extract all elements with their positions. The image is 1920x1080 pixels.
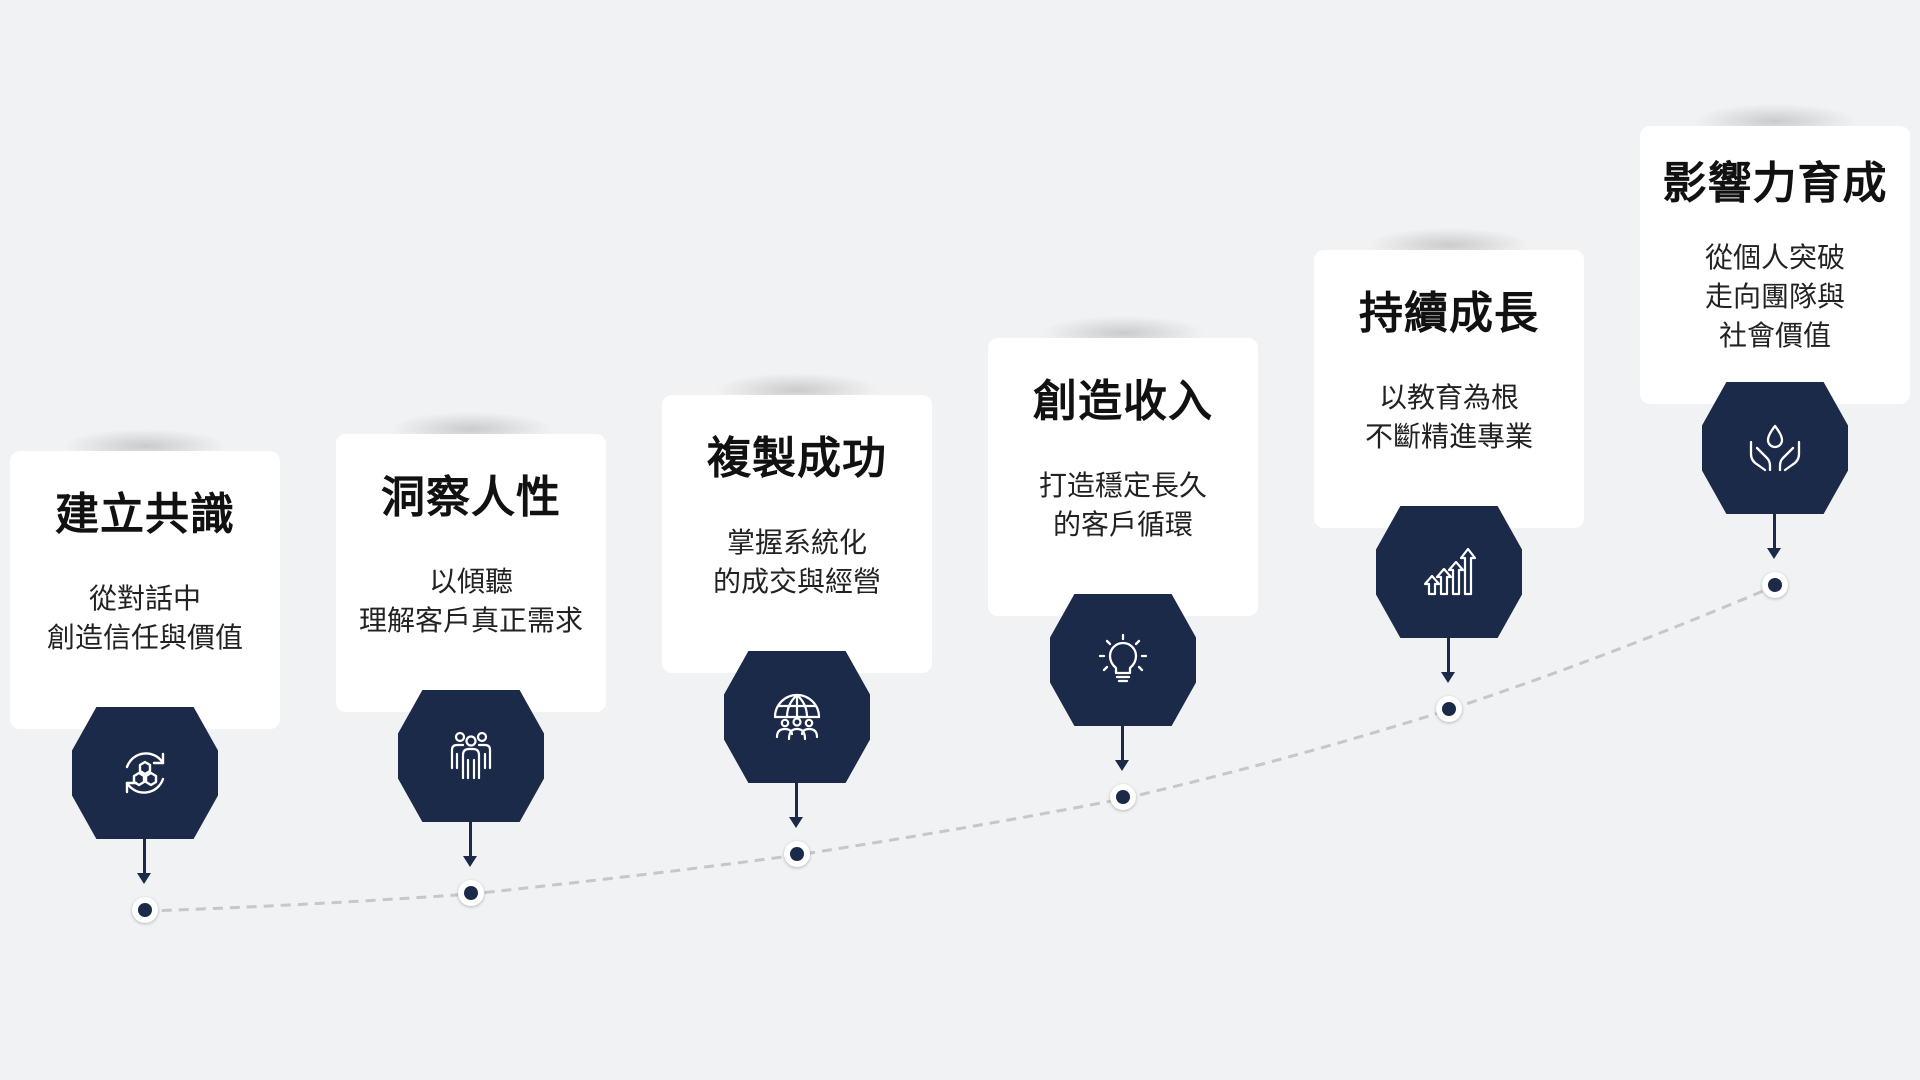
timeline-node bbox=[784, 841, 810, 867]
step-description: 以教育為根 不斷精進專業 bbox=[1314, 378, 1584, 456]
connector-stem bbox=[1447, 638, 1450, 674]
timeline-node bbox=[1110, 784, 1136, 810]
icon-hexagon bbox=[1050, 594, 1196, 726]
description-line: 創造信任與價值 bbox=[46, 621, 243, 654]
icon-hexagon bbox=[724, 651, 870, 783]
step-title: 洞察人性 bbox=[381, 472, 561, 523]
connector-stem bbox=[795, 783, 798, 819]
arrow-down-icon bbox=[1767, 548, 1781, 559]
icon-hexagon bbox=[72, 707, 218, 839]
description-line: 打造穩定長久 bbox=[1038, 469, 1207, 502]
icon-hexagon bbox=[398, 690, 544, 822]
icon-hexagon bbox=[1376, 506, 1522, 638]
step-card: 複製成功 掌握系統化 的成交與經營 bbox=[662, 395, 932, 673]
description-line: 從對話中 bbox=[88, 582, 201, 615]
step-title: 創造收入 bbox=[1033, 376, 1213, 427]
arrow-down-icon bbox=[789, 817, 803, 828]
arrow-down-icon bbox=[1441, 672, 1455, 683]
step-2: 洞察人性 以傾聽 理解客戶真正需求 bbox=[336, 412, 606, 906]
step-title: 複製成功 bbox=[707, 433, 887, 484]
icon-hexagon bbox=[1702, 382, 1848, 514]
step-5: 持續成長 以教育為根 不斷精進專業 bbox=[1314, 228, 1584, 722]
description-line: 的成交與經營 bbox=[712, 565, 881, 598]
hands-drop-icon bbox=[1749, 424, 1801, 472]
lightbulb-icon bbox=[1098, 633, 1148, 683]
description-line: 不斷精進專業 bbox=[1364, 420, 1533, 453]
connector-stem bbox=[143, 839, 146, 875]
description-line: 走向團隊與 bbox=[1704, 280, 1845, 313]
people-group-icon bbox=[450, 731, 492, 780]
globe-people-icon bbox=[773, 693, 821, 741]
step-card: 洞察人性 以傾聽 理解客戶真正需求 bbox=[336, 434, 606, 712]
connector-stem bbox=[1121, 726, 1124, 762]
timeline-node bbox=[458, 880, 484, 906]
step-description: 從個人突破 走向團隊與 社會價值 bbox=[1640, 238, 1910, 355]
timeline-node bbox=[1436, 696, 1462, 722]
step-card: 創造收入 打造穩定長久 的客戶循環 bbox=[988, 338, 1258, 616]
connector-stem bbox=[1773, 514, 1776, 550]
description-line: 掌握系統化 bbox=[726, 526, 867, 559]
step-title: 影響力育成 bbox=[1662, 158, 1888, 209]
step-6: 影響力育成 從個人突破 走向團隊與 社會價值 bbox=[1640, 104, 1910, 598]
step-description: 以傾聽 理解客戶真正需求 bbox=[336, 562, 606, 640]
step-description: 從對話中 創造信任與價值 bbox=[10, 579, 280, 657]
description-line: 以傾聽 bbox=[428, 565, 513, 598]
step-card: 影響力育成 從個人突破 走向團隊與 社會價值 bbox=[1640, 126, 1910, 404]
arrow-down-icon bbox=[463, 856, 477, 867]
step-4: 創造收入 打造穩定長久 的客戶循環 bbox=[988, 316, 1258, 810]
step-1: 建立共識 從對話中 創造信任與價值 bbox=[10, 429, 280, 923]
description-line: 以教育為根 bbox=[1378, 381, 1519, 414]
step-title: 持續成長 bbox=[1359, 288, 1539, 339]
arrow-down-icon bbox=[137, 873, 151, 884]
arrow-down-icon bbox=[1115, 760, 1129, 771]
timeline-node bbox=[132, 897, 158, 923]
step-card: 持續成長 以教育為根 不斷精進專業 bbox=[1314, 250, 1584, 528]
growth-arrows-icon bbox=[1423, 547, 1477, 596]
step-title: 建立共識 bbox=[55, 489, 235, 540]
description-line: 的客戶循環 bbox=[1052, 508, 1193, 541]
timeline-node bbox=[1762, 572, 1788, 598]
description-line: 從個人突破 bbox=[1704, 241, 1845, 274]
description-line: 理解客戶真正需求 bbox=[358, 604, 583, 637]
refresh-hexagon-icon bbox=[125, 752, 165, 794]
step-3: 複製成功 掌握系統化 的成交與經營 bbox=[662, 373, 932, 867]
step-card: 建立共識 從對話中 創造信任與價值 bbox=[10, 451, 280, 729]
step-description: 掌握系統化 的成交與經營 bbox=[662, 523, 932, 601]
connector-stem bbox=[469, 822, 472, 858]
step-description: 打造穩定長久 的客戶循環 bbox=[988, 466, 1258, 544]
description-line: 社會價值 bbox=[1718, 319, 1831, 352]
